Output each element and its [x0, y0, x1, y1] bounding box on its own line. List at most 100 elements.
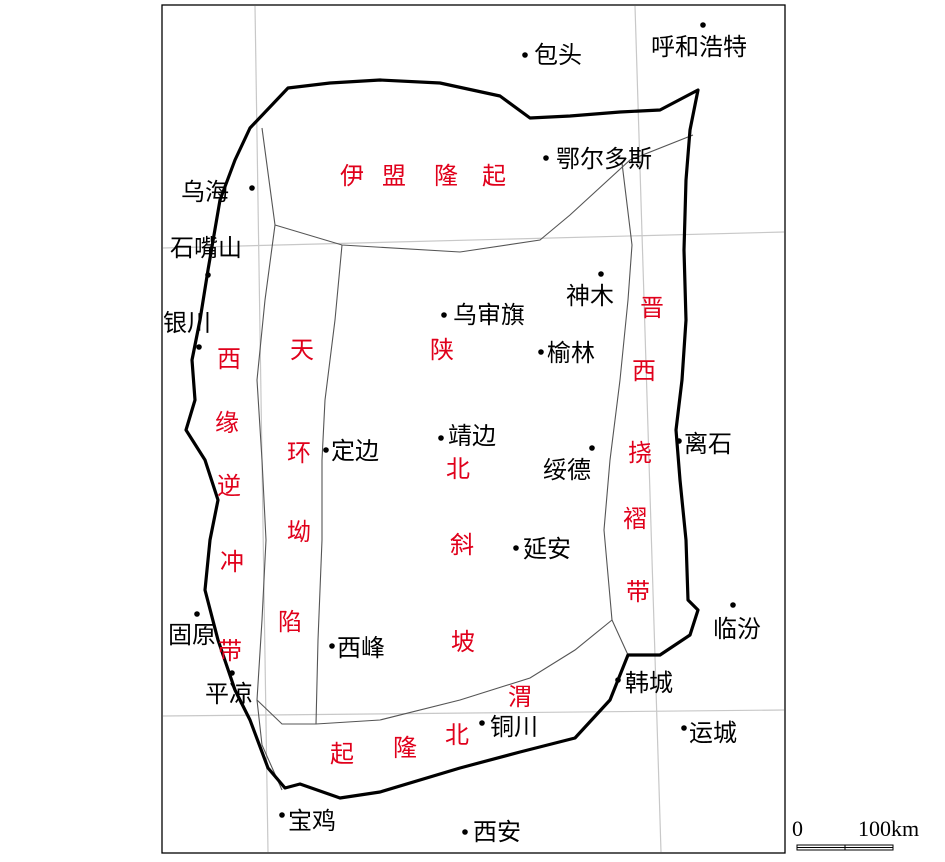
- tectonic-unit-char: 坳: [287, 518, 311, 546]
- city-dot: [441, 312, 447, 318]
- city-dot: [479, 720, 485, 726]
- tectonic-unit-char: 斜: [450, 531, 474, 559]
- city-label: 靖边: [448, 422, 496, 450]
- scale-bar: 0 100km: [792, 816, 919, 851]
- city-marker: 呼和浩特: [651, 22, 747, 61]
- tectonic-unit-char: 伊: [340, 162, 364, 190]
- city-dot: [513, 545, 519, 551]
- graticule-parallel-south: [162, 709, 785, 717]
- city-dot: [538, 349, 544, 355]
- city-dot: [194, 611, 200, 617]
- city-marker: 靖边: [438, 422, 496, 450]
- city-dot: [598, 271, 604, 277]
- tectonic-unit-char: 陕: [430, 336, 454, 364]
- city-label: 包头: [534, 41, 582, 69]
- tectonic-unit-char: 天: [290, 336, 314, 364]
- tectonic-unit-char: 冲: [220, 548, 244, 576]
- city-label: 乌海: [181, 178, 229, 206]
- scale-bar-start-label: 0: [792, 816, 803, 841]
- tectonic-unit-char: 缘: [215, 409, 239, 437]
- city-label: 鄂尔多斯: [556, 145, 652, 173]
- city-marker: 延安: [513, 535, 571, 563]
- city-label: 临汾: [713, 615, 761, 643]
- city-marker: 韩城: [615, 669, 673, 697]
- city-marker: 绥德: [543, 445, 595, 484]
- city-label: 运城: [689, 719, 737, 747]
- city-marker: 平凉: [205, 670, 253, 708]
- city-dot: [249, 185, 255, 191]
- city-marker: 银川: [163, 309, 211, 350]
- region-layer: 伊盟隆起西缘逆冲带天环坳陷陕北斜坡晋西挠褶带渭北隆起: [215, 162, 664, 768]
- city-dot: [615, 677, 621, 683]
- city-dot: [543, 155, 549, 161]
- city-label: 银川: [163, 309, 211, 337]
- boundary-yimeng-south: [261, 127, 694, 253]
- city-label: 乌审旗: [453, 301, 525, 329]
- tectonic-unit-char: 北: [445, 721, 469, 749]
- tectonic-unit-char: 盟: [382, 162, 406, 190]
- tectonic-unit-char: 西: [632, 357, 656, 385]
- city-dot: [229, 670, 235, 676]
- city-label: 石嘴山: [170, 234, 242, 262]
- tectonic-unit-char: 陷: [278, 608, 302, 636]
- city-dot: [196, 344, 202, 350]
- tectonic-unit-char: 带: [626, 578, 650, 606]
- tectonic-unit-char: 挠: [628, 439, 652, 467]
- city-label: 铜川: [490, 713, 538, 741]
- scale-bar-end-label: 100km: [858, 816, 919, 841]
- city-dot: [205, 272, 211, 278]
- tectonic-unit-label: 渭北隆 起: [330, 683, 532, 768]
- tectonic-unit-char: 西: [217, 345, 241, 373]
- city-dot: [730, 602, 736, 608]
- tectonic-unit-char: 起: [482, 162, 506, 190]
- city-marker: 榆林: [538, 339, 595, 367]
- city-marker: 乌审旗: [441, 301, 525, 329]
- graticule-meridian-west: [254, 5, 269, 853]
- city-marker: 运城: [681, 719, 737, 747]
- graticule-parallel-north: [162, 231, 785, 249]
- city-marker: 定边: [323, 437, 379, 465]
- city-marker: 西峰: [329, 634, 385, 662]
- tectonic-unit-char: 环: [287, 439, 311, 467]
- city-dot: [462, 829, 468, 835]
- city-label: 绥德: [543, 456, 591, 484]
- boundary-west-margin: [256, 224, 276, 701]
- city-marker: 神木: [566, 271, 614, 310]
- tectonic-unit-char: 隆: [393, 734, 417, 762]
- city-dot: [589, 445, 595, 451]
- city-marker: 乌海: [181, 178, 255, 206]
- tectonic-unit-char: 坡: [451, 628, 475, 656]
- tectonic-unit-label: 伊盟隆起: [340, 162, 506, 190]
- city-marker: 包头: [522, 41, 582, 69]
- city-dot: [323, 447, 329, 453]
- city-label: 定边: [331, 437, 379, 465]
- city-label: 平凉: [205, 680, 253, 708]
- city-label: 西峰: [337, 634, 385, 662]
- city-label: 离石: [684, 430, 732, 458]
- tectonic-unit-char: 晋: [640, 294, 664, 322]
- city-dot: [279, 812, 285, 818]
- tectonic-unit-char: 褶: [623, 505, 647, 533]
- tectonic-unit-char: 渭: [508, 683, 532, 711]
- city-label: 西安: [473, 818, 521, 846]
- city-dot: [676, 438, 682, 444]
- tectonic-unit-char: 起: [330, 740, 354, 768]
- city-label: 延安: [523, 535, 571, 563]
- city-label: 固原: [168, 621, 216, 649]
- city-marker: 宝鸡: [279, 807, 336, 835]
- city-marker: 固原: [168, 611, 216, 649]
- city-marker: 西安: [462, 818, 521, 846]
- graticule: [162, 5, 785, 853]
- boundary-tianhuan-east: [315, 244, 343, 725]
- city-marker: 临汾: [713, 602, 761, 643]
- boundary-weibei-north: [256, 619, 613, 725]
- city-label: 榆林: [547, 339, 595, 367]
- city-dot: [681, 725, 687, 731]
- city-marker: 石嘴山: [170, 234, 242, 278]
